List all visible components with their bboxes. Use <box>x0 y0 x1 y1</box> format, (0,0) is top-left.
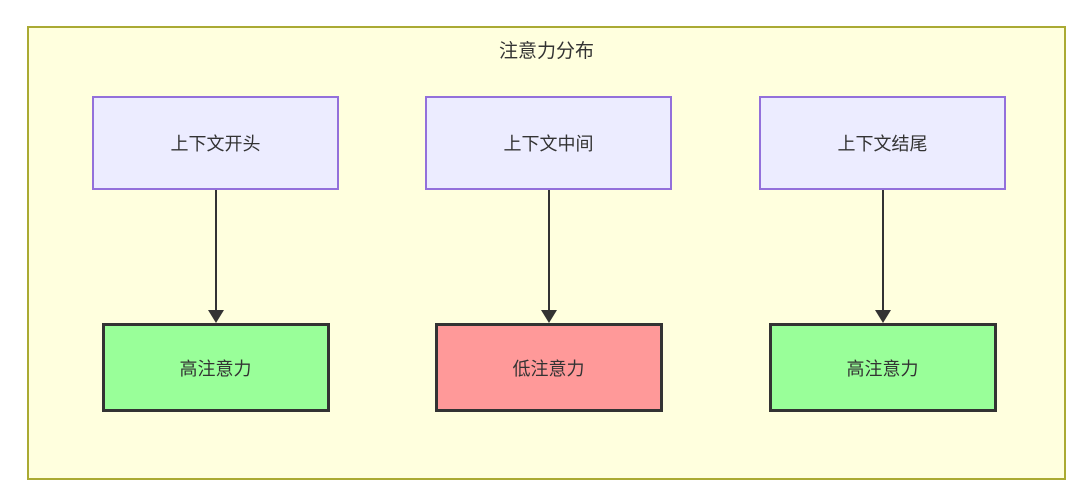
source-node-label: 上下文结尾 <box>837 134 928 154</box>
arrowhead-icon <box>540 310 557 323</box>
target-node-high-attention-1: 高注意力 <box>101 323 330 412</box>
target-node-low-attention: 低注意力 <box>434 323 663 412</box>
flow-column-context-middle: 上下文中间 低注意力 <box>425 96 672 412</box>
target-node-label: 高注意力 <box>846 358 919 379</box>
source-node-label: 上下文中间 <box>503 134 594 154</box>
flow-column-context-beginning: 上下文开头 高注意力 <box>92 96 339 412</box>
attention-distribution-diagram: 注意力分布 上下文开头 高注意力 上下文中间 低注意力 上下文结尾 <box>27 26 1066 480</box>
arrow-down <box>874 190 891 323</box>
arrow-line <box>547 190 550 310</box>
source-node-context-middle: 上下文中间 <box>425 96 672 190</box>
target-node-label: 高注意力 <box>179 358 252 379</box>
arrow-down <box>207 190 224 323</box>
target-node-label: 低注意力 <box>512 358 585 379</box>
arrowhead-icon <box>207 310 224 323</box>
diagram-title: 注意力分布 <box>498 41 594 62</box>
arrowhead-icon <box>874 310 891 323</box>
target-node-high-attention-2: 高注意力 <box>768 323 997 412</box>
source-node-context-end: 上下文结尾 <box>759 96 1006 190</box>
arrow-down <box>540 190 557 323</box>
arrow-line <box>881 190 884 310</box>
arrow-line <box>214 190 217 310</box>
source-node-context-beginning: 上下文开头 <box>92 96 339 190</box>
flow-column-context-end: 上下文结尾 高注意力 <box>759 96 1006 412</box>
source-node-label: 上下文开头 <box>170 134 261 154</box>
